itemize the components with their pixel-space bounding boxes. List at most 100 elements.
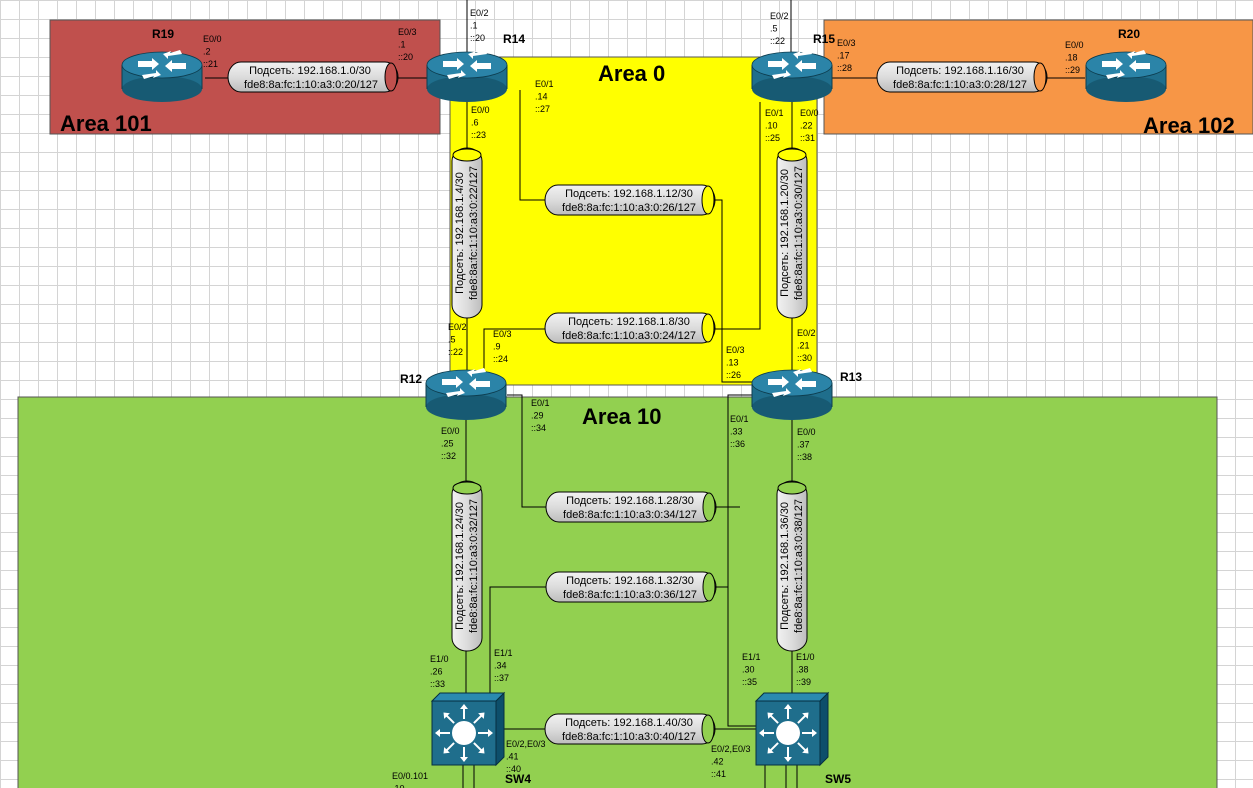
port-label: ::41 <box>711 769 726 779</box>
subnet-ipv6-label: fde8:8a:fc:1:10:a3:0:24/127 <box>562 330 696 342</box>
port-label: ::34 <box>531 423 546 433</box>
port-label: .5 <box>448 335 456 345</box>
port-label: ::21 <box>203 59 218 69</box>
port-label: .10 <box>765 121 778 131</box>
port-label: ::39 <box>796 677 811 687</box>
port-label: .37 <box>797 440 810 450</box>
device-name-sw4: SW4 <box>505 772 531 786</box>
area-102-title: Area 102 <box>1143 113 1235 138</box>
port-label: ::32 <box>441 451 456 461</box>
port-label: E1/1 <box>494 648 513 658</box>
router-icon[interactable] <box>751 50 833 102</box>
area-10-title: Area 10 <box>582 404 662 429</box>
port-label: E0/1 <box>765 108 784 118</box>
port-label: ::25 <box>765 133 780 143</box>
port-label: ::27 <box>535 104 550 114</box>
port-label: .29 <box>531 411 544 421</box>
port-label: E0/0.101 <box>392 771 428 781</box>
port-label: ::22 <box>770 36 785 46</box>
subnet-ipv6-label: fde8:8a:fc:1:10:a3:0:38/127 <box>793 499 805 633</box>
subnet-ipv4-label: Подсеть: 192.168.1.28/30 <box>566 495 694 507</box>
port-label: E0/3 <box>493 329 512 339</box>
router-icon[interactable] <box>425 368 507 420</box>
device-name-r20: R20 <box>1118 27 1140 41</box>
subnet-pipe-r12-r15: Подсеть: 192.168.1.8/30 fde8:8a:fc:1:10:… <box>544 312 716 344</box>
port-label: ::29 <box>1065 65 1080 75</box>
port-label: E0/3 <box>398 27 417 37</box>
port-label: ::26 <box>726 370 741 380</box>
port-label: .41 <box>506 752 519 762</box>
port-label: E0/1 <box>535 79 554 89</box>
subnet-pipe-r19-r14: Подсеть: 192.168.1.0/30 fde8:8a:fc:1:10:… <box>227 61 399 93</box>
port-label: E0/2,E0/3 <box>711 744 751 754</box>
port-label: E0/1 <box>531 398 550 408</box>
port-label: .10 <box>392 784 405 788</box>
switch-icon[interactable] <box>754 691 830 767</box>
subnet-ipv4-label: Подсеть: 192.168.1.4/30 <box>454 172 466 294</box>
device-name-sw5: SW5 <box>825 772 851 786</box>
switches <box>430 691 830 767</box>
port-label: .34 <box>494 661 507 671</box>
port-label: E0/2 <box>797 328 816 338</box>
port-label: .30 <box>742 665 755 675</box>
subnet-ipv6-label: fde8:8a:fc:1:10:a3:0:30/127 <box>793 166 805 300</box>
port-label: ::38 <box>797 452 812 462</box>
port-label: .42 <box>711 757 724 767</box>
subnet-pipe-r14-r12: Подсеть: 192.168.1.4/30 fde8:8a:fc:1:10:… <box>451 147 483 319</box>
port-label: E0/0 <box>203 34 222 44</box>
port-label: .1 <box>470 21 478 31</box>
area-0-title: Area 0 <box>598 61 665 86</box>
port-label: E0/0 <box>441 426 460 436</box>
link-r13-sw4 <box>727 394 760 727</box>
link-r14-r13 <box>519 90 752 383</box>
port-label: E0/0 <box>1065 40 1084 50</box>
subnet-ipv6-label: fde8:8a:fc:1:10:a3:0:28/127 <box>893 79 1027 91</box>
router-icon[interactable] <box>426 50 508 102</box>
device-name-r19: R19 <box>152 27 174 41</box>
port-label: E0/2 <box>770 11 789 21</box>
router-icon[interactable] <box>121 50 203 102</box>
link-r12-r15 <box>483 102 761 372</box>
port-label: .17 <box>837 51 850 61</box>
port-label: ::22 <box>448 347 463 357</box>
port-label: E0/0 <box>800 108 819 118</box>
area-101-title: Area 101 <box>60 111 152 136</box>
port-label: .1 <box>398 40 406 50</box>
device-name-r13: R13 <box>840 370 862 384</box>
port-label: .5 <box>770 24 778 34</box>
port-label: ::36 <box>730 439 745 449</box>
port-label: ::20 <box>398 52 413 62</box>
subnet-ipv4-label: Подсеть: 192.168.1.32/30 <box>566 575 694 587</box>
port-label: E0/2,E0/3 <box>506 739 546 749</box>
port-label: ::33 <box>430 679 445 689</box>
port-label: .14 <box>535 92 548 102</box>
subnet-ipv6-label: fde8:8a:fc:1:10:a3:0:32/127 <box>468 499 480 633</box>
subnet-ipv6-label: fde8:8a:fc:1:10:a3:0:20/127 <box>244 79 378 91</box>
subnet-ipv4-label: Подсеть: 192.168.1.40/30 <box>565 717 693 729</box>
router-icon[interactable] <box>751 368 833 420</box>
subnet-ipv4-label: Подсеть: 192.168.1.12/30 <box>565 188 693 200</box>
area-backgrounds <box>17 19 1253 788</box>
device-name-r12: R12 <box>400 372 422 386</box>
subnet-ipv4-label: Подсеть: 192.168.1.20/30 <box>779 169 791 297</box>
subnet-pipe-r12-sw5: Подсеть: 192.168.1.28/30 fde8:8a:fc:1:10… <box>545 491 717 523</box>
port-label: .38 <box>796 665 809 675</box>
port-label: .25 <box>441 439 454 449</box>
port-label: E0/2 <box>448 322 467 332</box>
port-label: ::30 <box>797 353 812 363</box>
port-label: ::20 <box>470 33 485 43</box>
subnet-ipv6-label: fde8:8a:fc:1:10:a3:0:36/127 <box>563 589 697 601</box>
router-icon[interactable] <box>1085 50 1167 102</box>
port-label: .26 <box>430 667 443 677</box>
subnet-ipv4-label: Подсеть: 192.168.1.16/30 <box>896 65 1024 77</box>
subnet-pipe-r13-sw4: Подсеть: 192.168.1.32/30 fde8:8a:fc:1:10… <box>545 571 717 603</box>
switch-icon[interactable] <box>430 691 506 767</box>
port-label: E0/3 <box>837 38 856 48</box>
subnet-ipv6-label: fde8:8a:fc:1:10:a3:0:40/127 <box>562 731 696 743</box>
port-label: .33 <box>730 427 743 437</box>
port-label: .13 <box>726 358 739 368</box>
port-label: E0/0 <box>471 105 490 115</box>
port-label: ::31 <box>800 133 815 143</box>
device-name-r15: R15 <box>813 32 835 46</box>
port-label: ::28 <box>837 63 852 73</box>
